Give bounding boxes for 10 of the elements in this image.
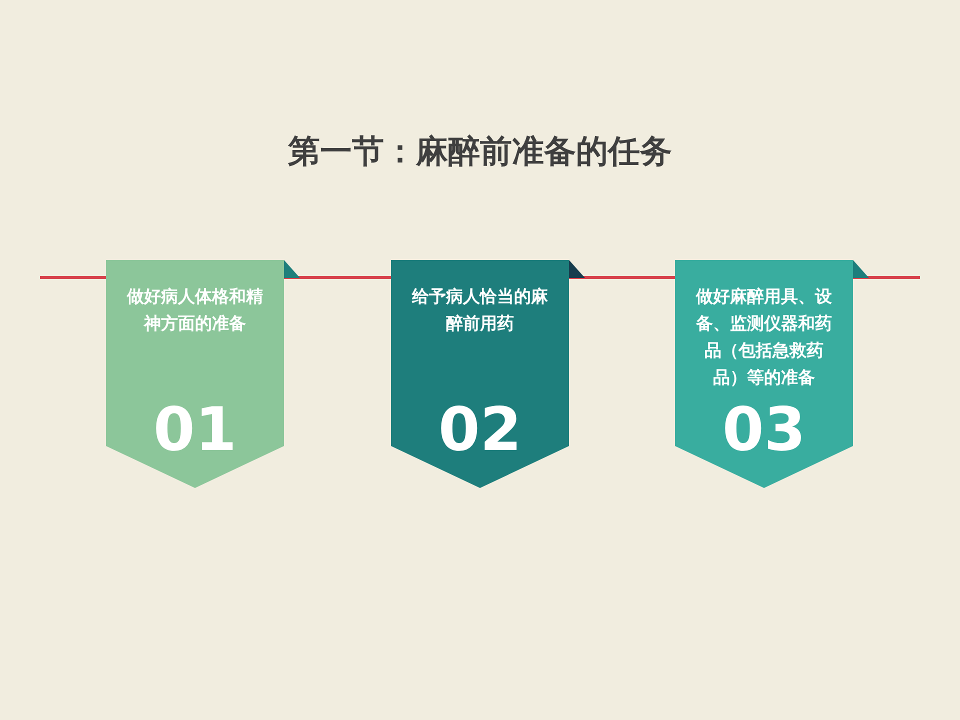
ribbon-banner — [675, 260, 853, 488]
step-number: 02 — [438, 398, 522, 462]
ribbon-banner — [391, 260, 569, 488]
step-description: 做好病人体格和精神方面的准备 — [126, 286, 264, 336]
step-number: 03 — [722, 398, 806, 462]
ribbon-banner — [106, 260, 284, 488]
slide-title: 第一节：麻醉前准备的任务 — [288, 131, 672, 172]
step-number: 01 — [153, 398, 237, 462]
step-description: 做好麻醉用具、设备、监测仪器和药品（包括急救药品）等的准备 — [694, 286, 833, 390]
step-description: 给予病人恰当的麻醉前用药 — [410, 286, 549, 336]
